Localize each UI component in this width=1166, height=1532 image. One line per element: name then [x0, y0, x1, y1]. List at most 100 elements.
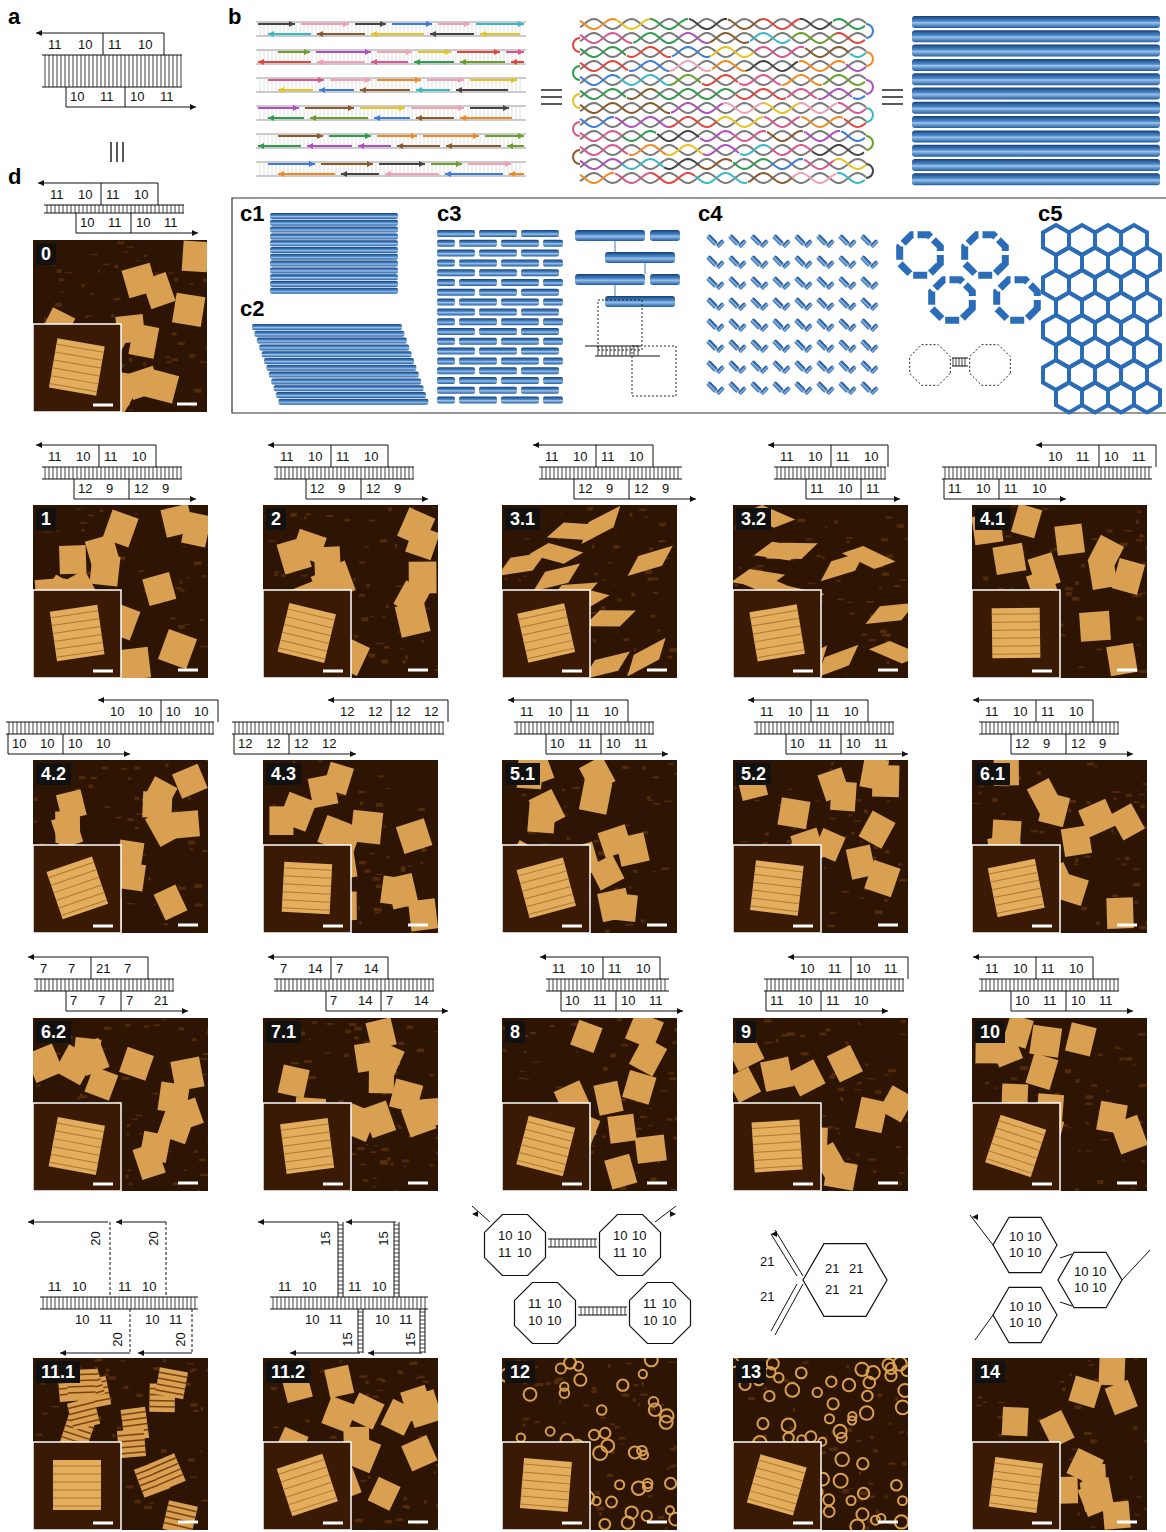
strand-line: [397, 467, 398, 479]
strand-line: [293, 467, 294, 479]
helix-strand: [804, 131, 840, 141]
arrow-head: [411, 133, 417, 139]
helix-cylinder: [838, 234, 850, 246]
strand-line: [129, 55, 130, 87]
helix-strand: [615, 117, 669, 127]
strand-line: [893, 722, 894, 734]
strand-line: [258, 1222, 338, 1223]
strand-line: [66, 107, 196, 108]
strand-line: [256, 148, 526, 149]
strand-line: [813, 722, 814, 734]
strand-line: [326, 991, 327, 1011]
arrow-head: [902, 751, 908, 757]
strand-line: [107, 205, 108, 213]
strand-line: [1021, 467, 1022, 479]
strand-line: [1018, 979, 1019, 991]
strand-line: [629, 479, 630, 499]
helix-strand: [844, 119, 866, 127]
strand-line: [173, 722, 174, 734]
strand-line: [323, 722, 324, 734]
helix-cylinder: [794, 318, 806, 330]
helix-strand: [835, 33, 865, 43]
strand-line: [595, 1239, 596, 1247]
strand-line: [981, 467, 982, 479]
strand-line: [401, 1297, 402, 1309]
strand-line: [25, 722, 26, 734]
strand-line: [297, 1297, 298, 1309]
strand-line: [861, 722, 862, 734]
strand-line: [789, 722, 790, 734]
strand-line: [213, 722, 214, 734]
strand-line: [338, 1225, 343, 1226]
strand-line: [329, 135, 371, 137]
helix-strand: [580, 19, 616, 29]
strand-line: [626, 346, 627, 356]
helix-cylinder: [826, 302, 835, 311]
helix-strand: [629, 61, 669, 71]
strand-line: [161, 722, 162, 734]
strand-line: [101, 979, 102, 991]
helix-cylinder: [782, 260, 791, 269]
strand-line: [33, 722, 34, 734]
strand-line: [873, 467, 874, 479]
arrow-head: [98, 697, 104, 703]
strand-line: [617, 1307, 618, 1315]
helix-cylinder: [270, 233, 398, 239]
strand-line: [403, 722, 404, 734]
strand-line: [803, 979, 804, 991]
helix-cylinder: [794, 276, 806, 288]
strand-line: [131, 213, 132, 233]
dotted-strand: [632, 346, 676, 396]
strand-line: [358, 1336, 363, 1337]
helix-cylinder: [870, 323, 879, 332]
arrow-head: [472, 1211, 478, 1217]
strand-line: [338, 1245, 343, 1246]
strand-line: [654, 467, 655, 479]
strand-line: [609, 722, 610, 734]
strand-line: [825, 722, 826, 734]
strand-line: [1050, 722, 1051, 734]
helix-strand: [580, 131, 866, 141]
strand-line: [425, 979, 426, 991]
strand-line: [307, 145, 352, 147]
helix-loop: [866, 164, 873, 178]
strand-line: [338, 1277, 343, 1278]
octagon-strand: [485, 1215, 546, 1276]
strand-line: [773, 722, 774, 734]
arrow-head: [192, 230, 198, 236]
strand-line: [103, 1297, 104, 1309]
strand-line: [122, 142, 124, 162]
strand-line: [421, 1297, 422, 1309]
strand-line: [879, 979, 880, 991]
strand-line: [93, 55, 94, 87]
strand-line: [1098, 722, 1099, 734]
strand-line: [57, 979, 58, 991]
strand-line: [57, 722, 58, 734]
strand-line: [123, 1297, 124, 1309]
arrow-head: [882, 1008, 888, 1014]
strand-line: [982, 722, 983, 734]
strand-line: [541, 722, 542, 734]
strand-line: [865, 722, 866, 734]
strand-line: [903, 979, 904, 991]
helix-loop: [573, 122, 580, 136]
strand-line: [277, 1297, 278, 1309]
strand-line: [997, 467, 998, 479]
helix-cylinder: [274, 385, 424, 391]
strand-line: [95, 1297, 96, 1309]
strand-line: [383, 722, 384, 734]
length-number: 11: [108, 38, 122, 51]
strand-line: [823, 979, 824, 991]
strand-line: [393, 979, 394, 991]
helix-strand: [657, 89, 705, 99]
strand-line: [613, 722, 614, 734]
strand-line: [549, 722, 550, 734]
strand-line: [815, 979, 816, 991]
strand-line: [546, 467, 547, 479]
strand-line: [51, 1297, 52, 1309]
helix-cylinder: [271, 378, 421, 384]
helix-cylinder: [437, 250, 475, 257]
helix-cylinder: [262, 351, 412, 357]
helix-strand: [621, 75, 669, 85]
helix-cylinder: [728, 339, 740, 351]
